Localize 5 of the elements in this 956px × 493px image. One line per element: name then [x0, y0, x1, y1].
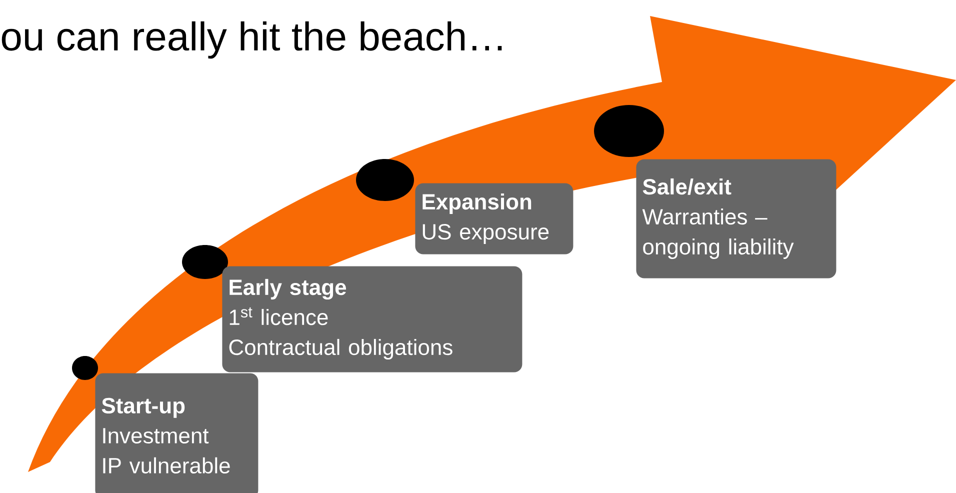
stage-box: Early stage 1$^{st}$ licence Contractual obligations	[222, 266, 522, 372]
stage-box: Start-up Investment IP vulnerable	[95, 373, 258, 493]
stage-box: Sale/exit Warranties – ongoing liability	[636, 159, 836, 278]
title: ou can really hit the beach…	[2, 21, 502, 59]
stage-box: Expansion US exposure	[415, 183, 574, 254]
